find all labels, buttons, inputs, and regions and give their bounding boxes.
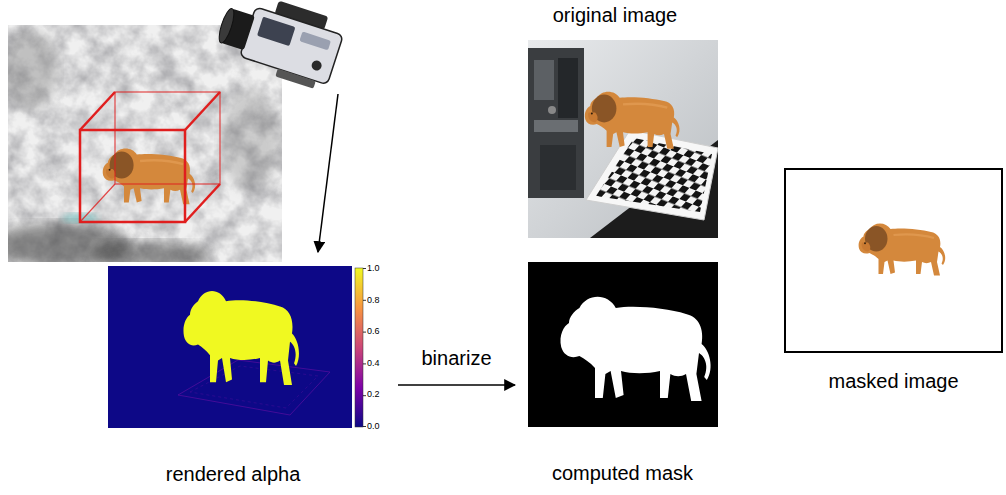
panel-caption: masked image — [828, 368, 958, 394]
process-arrow — [398, 384, 515, 386]
colorbar-tick: 0.2 — [367, 389, 380, 400]
image-panel: rendered alpha — [108, 262, 398, 487]
image-panel: masked image — [784, 166, 1003, 394]
scene-render — [8, 25, 282, 262]
original-photo — [528, 40, 718, 238]
colorbar-tick: 0.6 — [367, 326, 380, 337]
bounding-box — [80, 92, 220, 222]
mask-image — [528, 262, 718, 427]
panel-caption: computed mask — [552, 460, 693, 486]
masked-image — [785, 169, 1002, 352]
edge-label: binarize — [419, 345, 493, 371]
image-panel: computed mask — [515, 258, 730, 486]
render-arrow — [318, 94, 338, 252]
colorbar-tick: 0.0 — [367, 421, 380, 432]
panel-caption: original image — [553, 2, 678, 28]
image-panel: original image — [528, 2, 718, 240]
colorbar-tick: 0.8 — [367, 295, 380, 306]
colorbar-tick: 1.0 — [367, 263, 380, 274]
panel-caption: rendered alpha — [166, 461, 301, 487]
camera-icon — [212, 0, 348, 92]
alpha-plot — [108, 266, 366, 428]
colorbar-tick: 0.4 — [367, 358, 380, 369]
